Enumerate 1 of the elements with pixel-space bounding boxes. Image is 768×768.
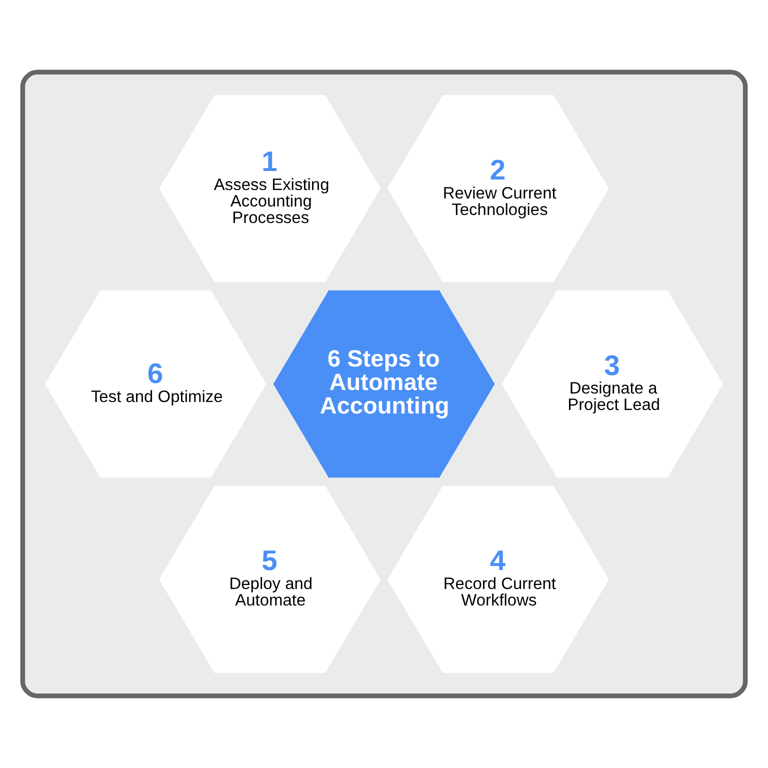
cluster <box>20 70 748 698</box>
